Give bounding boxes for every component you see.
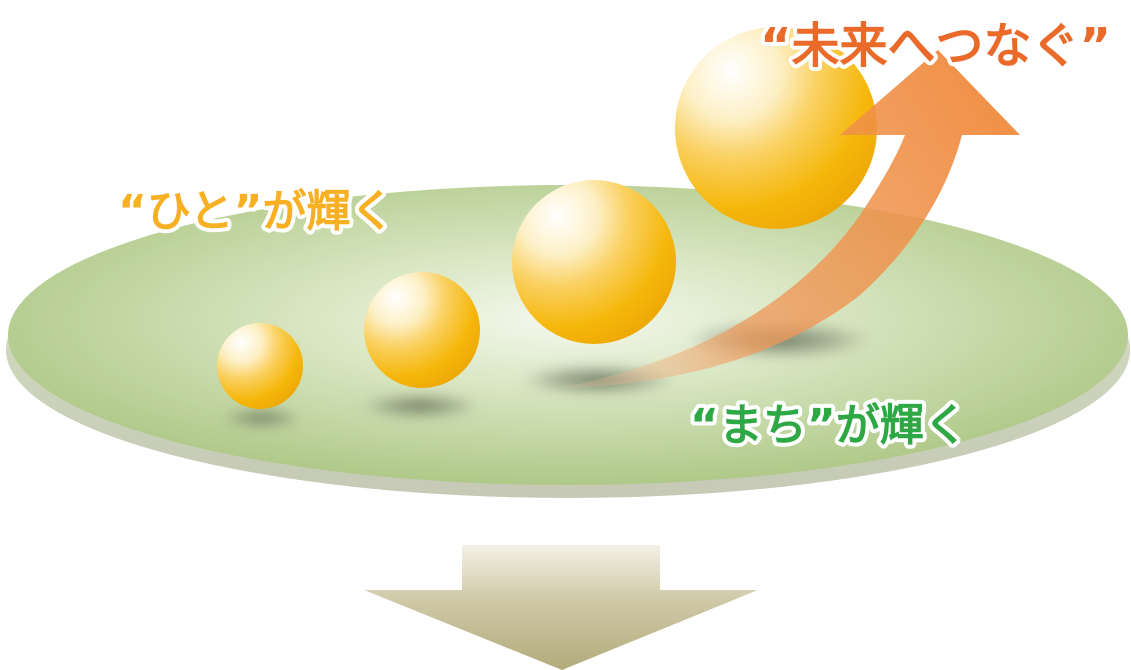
shadow	[220, 408, 304, 428]
people-shine-label: “ひと”が輝く	[118, 186, 395, 237]
sphere-icon	[512, 180, 676, 344]
shadow	[358, 393, 482, 419]
sphere-icon	[217, 323, 303, 409]
town-shines-label: “まち”が輝く	[690, 400, 968, 451]
sphere-icon	[675, 27, 877, 229]
spheres	[217, 27, 877, 409]
curved-up-arrow-icon	[560, 50, 1020, 388]
connect-future-label: “未来へつなぐ”	[760, 18, 1111, 74]
sphere-icon	[364, 272, 480, 388]
down-arrow-icon	[364, 545, 758, 670]
